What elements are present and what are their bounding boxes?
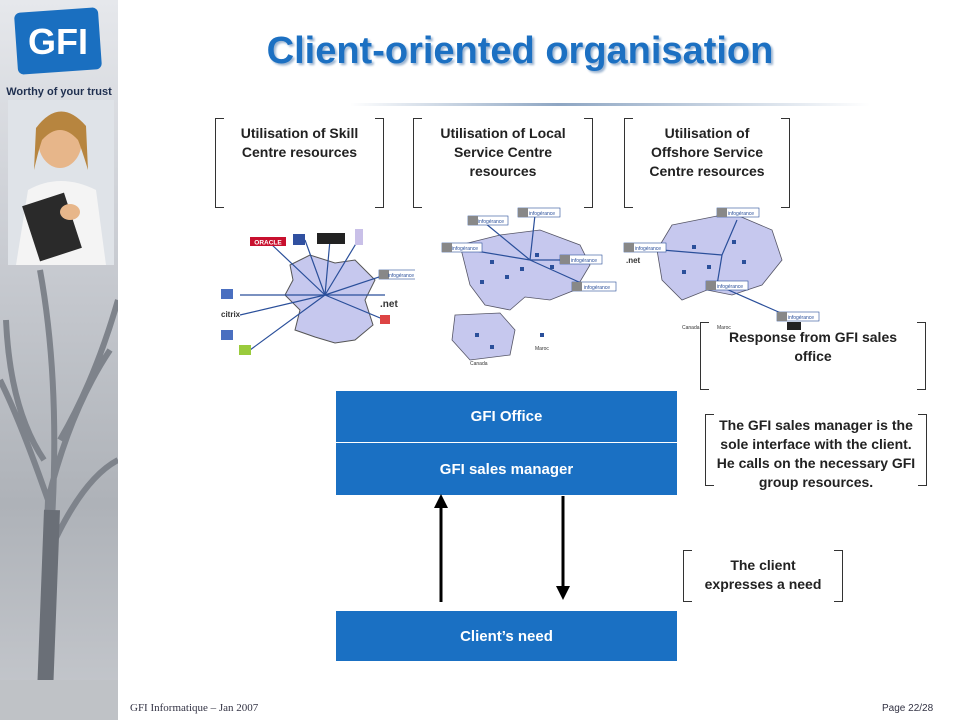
net-text-fr: .net	[380, 299, 398, 310]
svg-text:infogérance: infogérance	[717, 284, 743, 290]
svg-text:infogérance: infogérance	[728, 211, 754, 217]
svg-text:infogérance: infogérance	[452, 246, 478, 252]
partner-logo-5	[221, 289, 233, 299]
infogerance-badge-eu-4: infogérance	[571, 281, 617, 292]
tree-illustration	[0, 269, 118, 720]
svg-text:infogérance: infogérance	[788, 315, 814, 321]
svg-text:infogérance: infogérance	[478, 219, 504, 225]
infogerance-badge-eu-3: infogérance	[559, 254, 603, 265]
partner-logo-4	[380, 315, 390, 324]
infogerance-badge-fr: infogérance	[378, 269, 415, 280]
person-illustration	[8, 100, 114, 265]
france-shape	[284, 254, 376, 344]
maroc-text-off: Maroc	[717, 325, 731, 331]
infogerance-badge-eu-1: infogérance	[467, 215, 509, 226]
france-skill-map: ORACLE infogérance .net citrix	[221, 229, 415, 355]
partner-logo-7	[239, 345, 251, 355]
arrow-up-head	[434, 494, 448, 508]
infogerance-badge-eu-5: infogérance	[441, 242, 483, 253]
svg-text:infogérance: infogérance	[584, 285, 610, 291]
manager-note: The GFI sales manager is the sole interf…	[716, 417, 916, 490]
box-divider	[336, 442, 677, 443]
canada-text-off: Canada	[682, 325, 700, 331]
sidebar-image: GFI Worthy of your trust	[0, 0, 118, 720]
gfi-office-box: GFI Office	[336, 391, 677, 442]
oracle-logo	[250, 237, 286, 246]
tagline: Worthy of your trust	[6, 86, 112, 98]
flow-arrows	[434, 494, 570, 602]
page-number: Page 22/28	[882, 703, 934, 714]
infogerance-text-fr: infogérance	[388, 273, 414, 279]
clients-need-box: Client’s need	[336, 611, 677, 661]
partner-logo-2	[317, 233, 345, 244]
offshore-partner-logo	[787, 322, 801, 330]
client-note-bracket: The client expresses a need	[683, 550, 843, 602]
infogerance-badge-off-4: infogérance	[776, 311, 820, 322]
partner-logo-3	[355, 229, 363, 245]
partner-logo-6	[221, 330, 233, 340]
offshore-map: infogérance infogérance infogérance info…	[623, 207, 820, 331]
local-centre-bracket: Utilisation of Local Service Centre reso…	[413, 118, 593, 208]
page-title: Client-oriented organisation	[266, 30, 774, 72]
skill-centre-label: Utilisation of Skill Centre resources	[240, 125, 359, 160]
svg-text:infogérance: infogérance	[635, 246, 661, 252]
offshore-centre-bracket: Utilisation of Offshore Service Centre r…	[624, 118, 790, 208]
canada-text-eu: Canada	[470, 361, 488, 367]
infogerance-badge-off-2: infogérance	[716, 207, 760, 218]
infogerance-badge-off-1: infogérance	[623, 242, 667, 253]
europe-shape	[459, 229, 591, 311]
response-bracket: Response from GFI sales office	[700, 322, 926, 390]
title-divider	[350, 103, 870, 106]
manager-note-bracket: The GFI sales manager is the sole interf…	[705, 414, 927, 490]
citrix-text: citrix	[221, 310, 241, 319]
partner-logo-1	[293, 234, 305, 245]
logo-text: GFI	[28, 21, 88, 62]
infogerance-badge-eu-2: infogérance	[517, 207, 561, 218]
net-text-off: .net	[626, 256, 641, 265]
infogerance-badge-off-3: infogérance	[705, 280, 749, 291]
offshore-shape	[656, 212, 783, 301]
offshore-centre-label: Utilisation of Offshore Service Centre r…	[649, 125, 765, 179]
canada-shape	[451, 312, 516, 361]
arrow-down-head	[556, 586, 570, 600]
maroc-text-eu: Maroc	[535, 346, 549, 352]
footer-left: GFI Informatique – Jan 2007	[130, 702, 259, 714]
client-note: The client expresses a need	[704, 557, 822, 592]
gfi-sales-manager-box: GFI sales manager	[336, 443, 677, 495]
local-centre-label: Utilisation of Local Service Centre reso…	[440, 125, 566, 179]
svg-text:infogérance: infogérance	[529, 211, 555, 217]
gfi-logo: GFI	[14, 7, 102, 75]
skill-centre-bracket: Utilisation of Skill Centre resources	[215, 118, 384, 208]
response-label: Response from GFI sales office	[728, 329, 898, 364]
europe-local-map: infogérance infogérance infogérance info…	[441, 207, 617, 367]
svg-text:infogérance: infogérance	[571, 258, 597, 264]
oracle-text: ORACLE	[254, 240, 282, 247]
